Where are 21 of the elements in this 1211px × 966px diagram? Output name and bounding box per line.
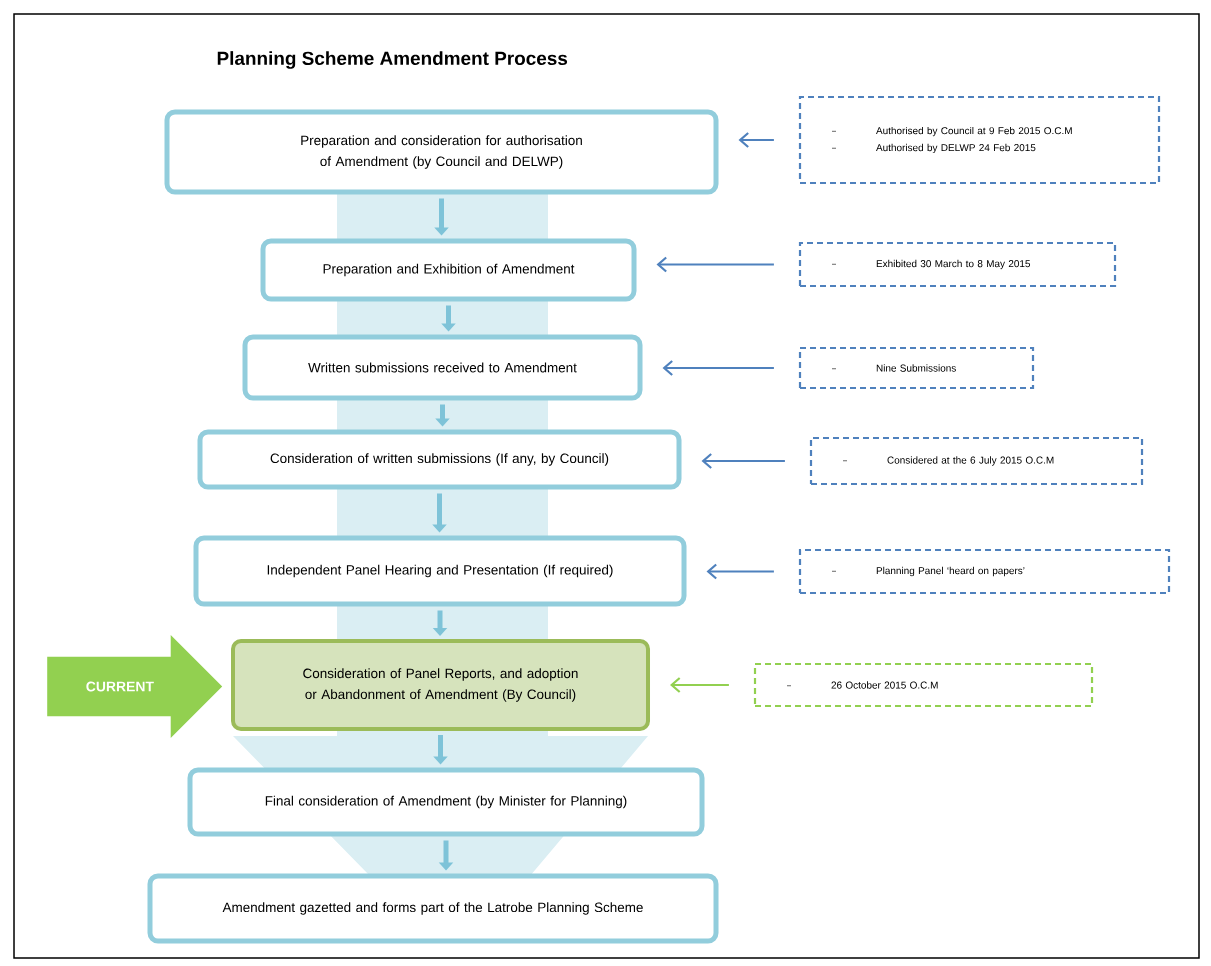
- process-box: Amendment gazetted and forms part of the Latrobe Planning Scheme: [147, 873, 719, 944]
- note-box: 26 October 2015 O.C.M: [753, 662, 1094, 708]
- title: Planning Scheme Amendment Process: [217, 51, 568, 69]
- process-box: Consideration of written submissions (If any, by Council): [197, 429, 682, 490]
- note-box: Planning Panel ‘heard on papers’: [798, 548, 1171, 595]
- note-box: Exhibited 30 March to 8 May 2015: [798, 241, 1117, 288]
- arrow: [670, 677, 729, 693]
- process-box: Consideration of Panel Reports, and adoption or Abandonment of Amendment (By Council): [231, 639, 650, 731]
- arrow: [738, 132, 774, 148]
- arrow: [701, 453, 785, 469]
- process-box: Independent Panel Hearing and Presentation (If required): [193, 535, 687, 607]
- arrow: [706, 563, 774, 580]
- arrow: [662, 360, 774, 376]
- note-box: Nine Submissions: [798, 346, 1035, 390]
- note-box: Authorised by Council at 9 Feb 2015 O.C.M Authorised by DELWP 24 Feb 2015: [798, 95, 1161, 185]
- note-box: Considered at the 6 July 2015 O.C.M: [809, 436, 1144, 486]
- arrow: [656, 256, 774, 273]
- process-box: Final consideration of Amendment (by Minister for Planning): [187, 767, 705, 837]
- process-box: Written submissions received to Amendment: [242, 334, 643, 401]
- process-box: Preparation and consideration for authorisation of Amendment (by Council and DELWP): [164, 109, 719, 195]
- process-box: Preparation and Exhibition of Amendment: [260, 238, 637, 302]
